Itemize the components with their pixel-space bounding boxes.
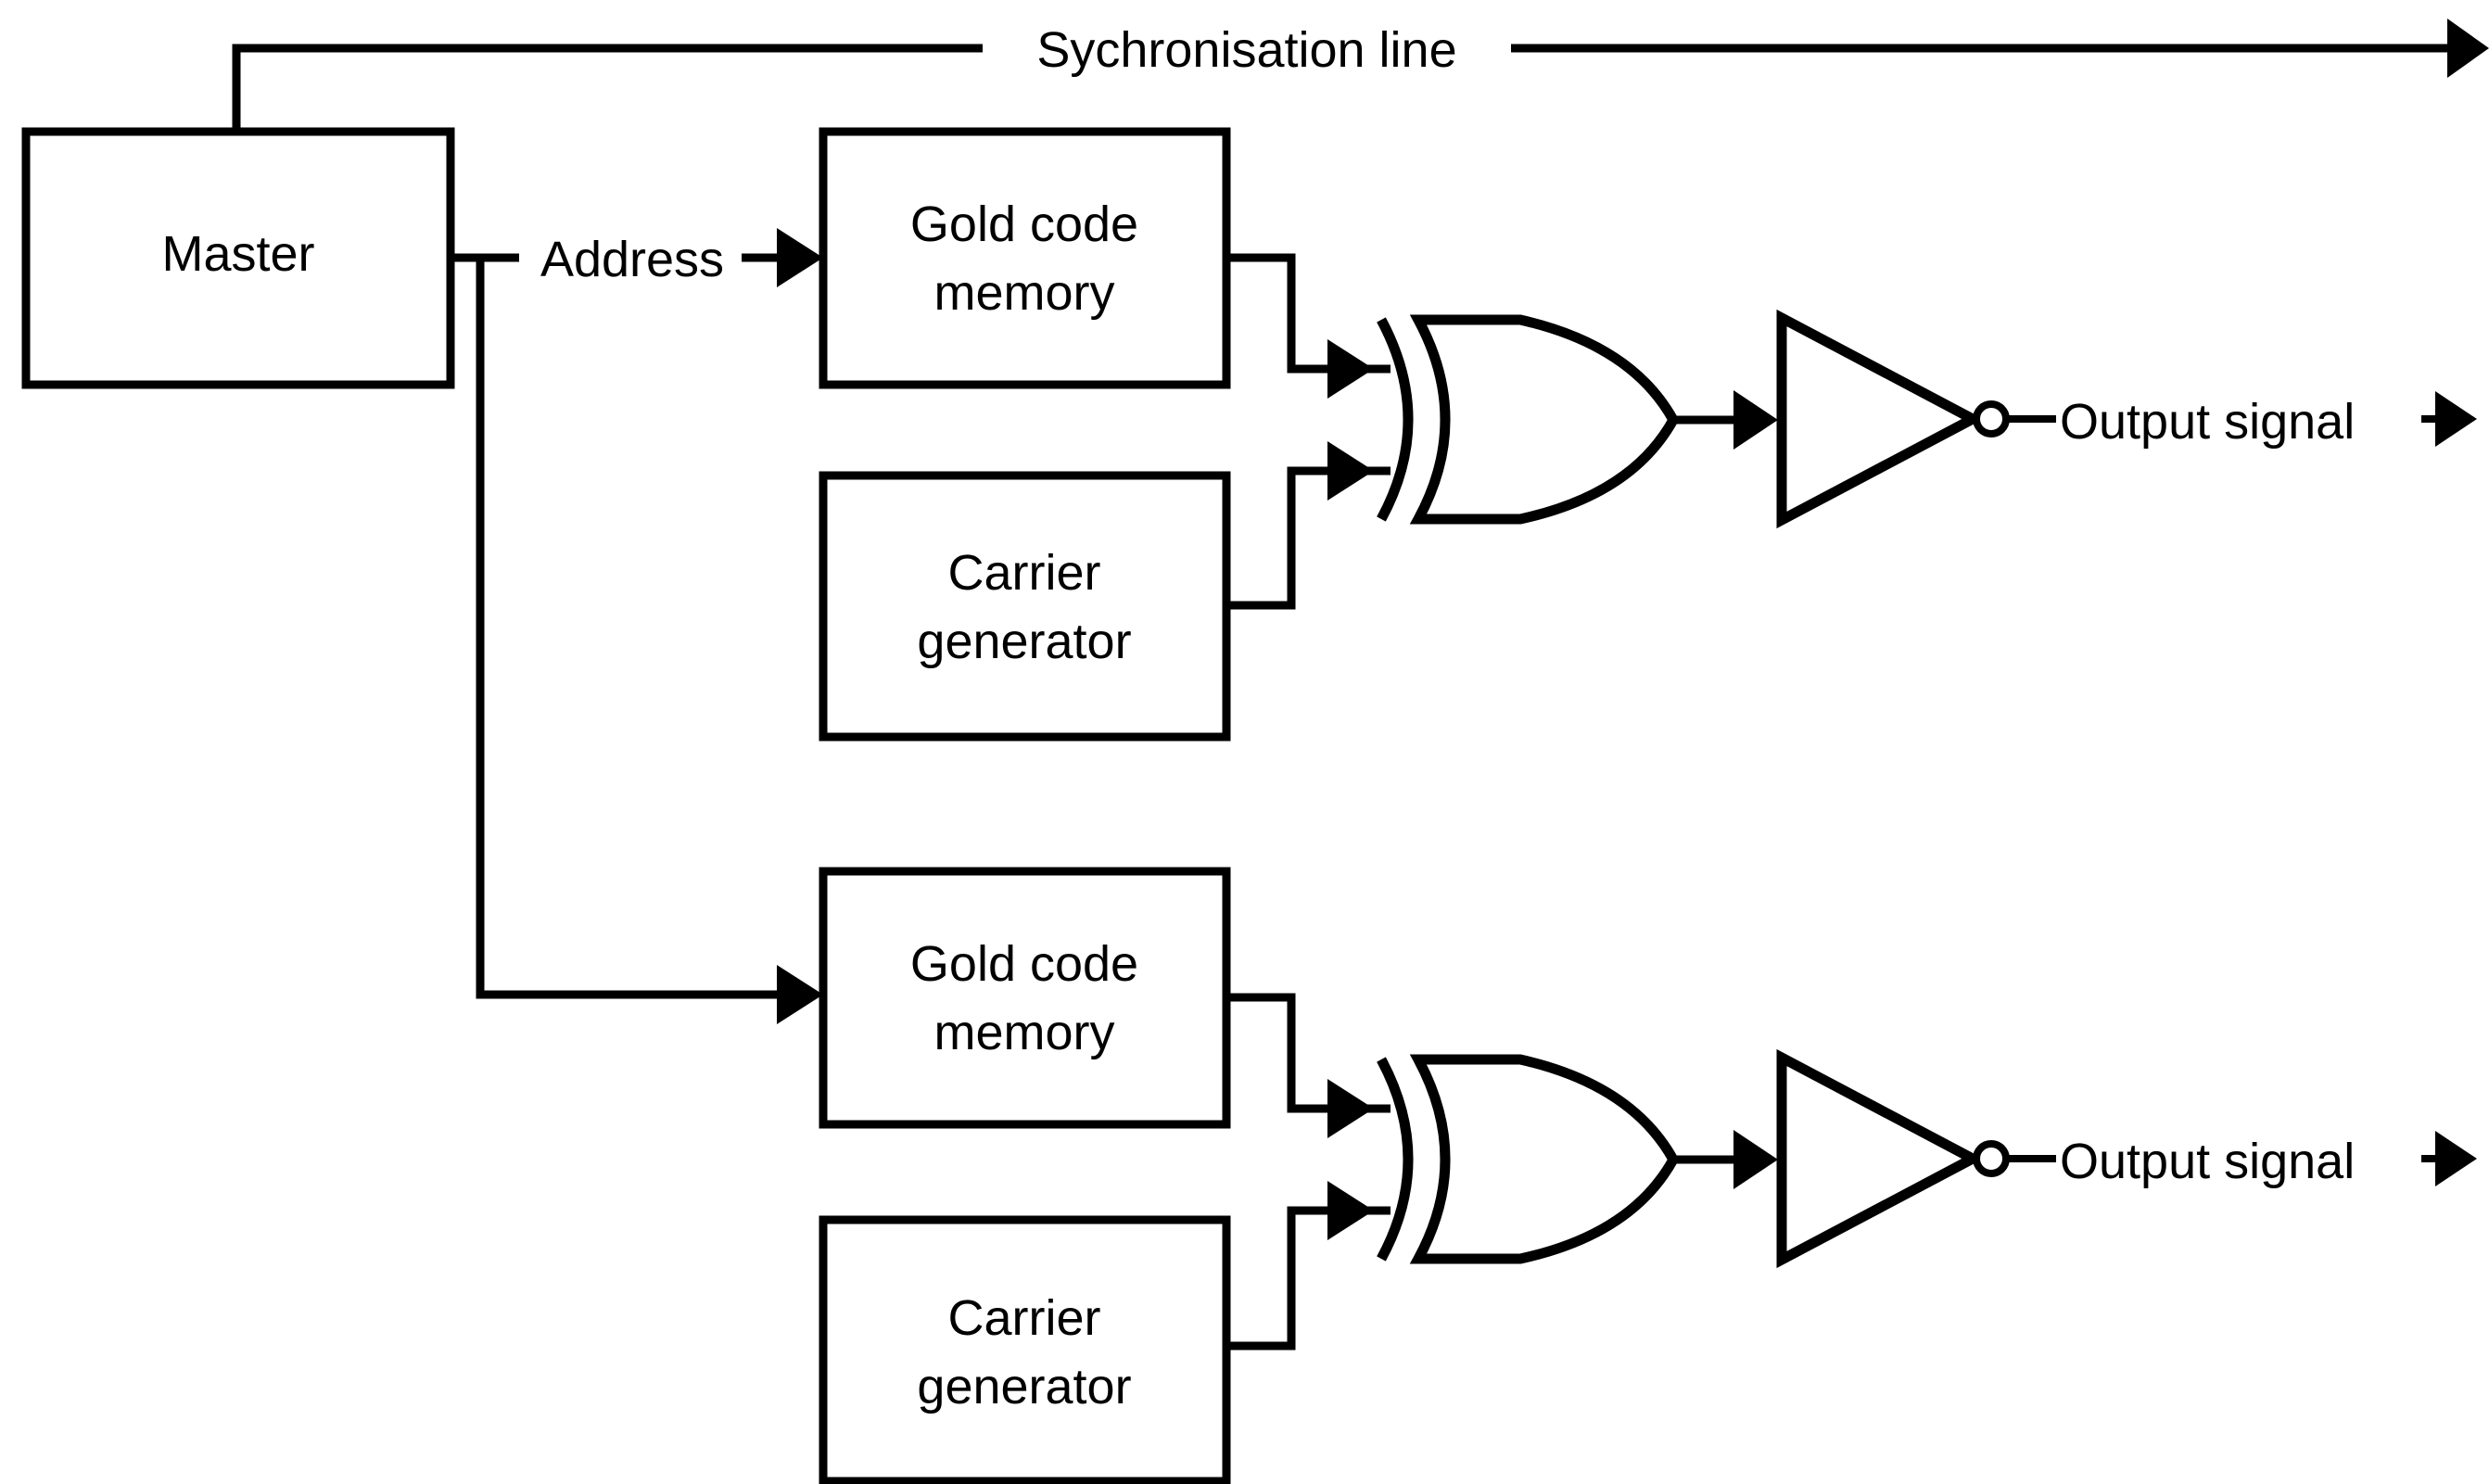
inverter-bottom-input-arrowhead: [1733, 1130, 1778, 1189]
xor-gate-top[interactable]: [1377, 314, 1680, 525]
xor-gate-bottom-back-arc: [1377, 1057, 1414, 1262]
xor-gate-bottom-body[interactable]: [1409, 1054, 1680, 1264]
address-wire-group: Address: [451, 228, 823, 1024]
inverter-top-input-arrowhead: [1733, 390, 1778, 450]
carrier-generator-bottom-group[interactable]: Carrier generator: [819, 1215, 1231, 1484]
gold-code-memory-top-block[interactable]: [819, 127, 1231, 389]
gold-code-memory-bottom-label-line1: Gold code: [910, 936, 1138, 992]
carrier-generator-top-group[interactable]: Carrier generator: [819, 471, 1231, 742]
output-signal-bottom-label: Output signal: [2060, 1134, 2355, 1189]
gold-code-memory-top-label-line2: memory: [933, 265, 1114, 321]
xor-top-input-a-arrowhead: [1327, 339, 1374, 399]
xor-bottom-input-a-arrowhead: [1327, 1079, 1374, 1138]
address-arrowhead-bottom: [777, 965, 823, 1024]
output-signal-top-arrowhead: [2435, 391, 2477, 447]
master-block-group[interactable]: Master: [21, 127, 455, 389]
address-branch-wire: [476, 258, 783, 999]
output-signal-bottom-group: Output signal: [2006, 1131, 2477, 1189]
inverter-top-triangle[interactable]: [1776, 309, 1984, 529]
address-arrowhead-top: [777, 228, 823, 287]
gold-code-memory-top-label-line1: Gold code: [910, 197, 1138, 252]
carrier-generator-bottom-label-line2: generator: [917, 1359, 1131, 1414]
master-block-label: Master: [161, 226, 314, 282]
output-signal-bottom-arrowhead: [2435, 1131, 2477, 1186]
gold-code-memory-bottom-group[interactable]: Gold code memory: [819, 867, 1231, 1129]
carrier-generator-bottom-label-line1: Carrier: [947, 1290, 1100, 1346]
carrier-generator-top-block[interactable]: [819, 471, 1231, 742]
xor-gate-top-back-arc: [1377, 317, 1414, 522]
sync-line-arrowhead: [2447, 19, 2489, 78]
bottom-channel-group: Gold code memory Carrier generator: [819, 867, 2477, 1484]
xor-bottom-input-b-arrowhead: [1327, 1181, 1374, 1240]
sync-line-label: Sychronisation line: [1036, 22, 1456, 78]
gold-code-memory-bottom-block[interactable]: [819, 867, 1231, 1129]
top-channel-group: Gold code memory Carrier generator: [819, 127, 2477, 742]
xor-gate-bottom[interactable]: [1377, 1054, 1680, 1264]
gold-code-memory-top-group[interactable]: Gold code memory: [819, 127, 1231, 389]
carrier-generator-top-label-line2: generator: [917, 614, 1131, 669]
inverter-top-group[interactable]: [1776, 309, 2010, 529]
inverter-bottom-bubble: [1973, 1140, 2010, 1177]
gold-code-memory-bottom-label-line2: memory: [933, 1005, 1114, 1060]
carrier-generator-bottom-block[interactable]: [819, 1215, 1231, 1484]
inverter-bottom-triangle[interactable]: [1776, 1048, 1984, 1269]
inverter-top-bubble: [1973, 400, 2010, 438]
xor-gate-top-body[interactable]: [1409, 314, 1680, 525]
carrier-generator-top-label-line1: Carrier: [947, 545, 1100, 601]
inverter-bottom-group[interactable]: [1776, 1048, 2010, 1269]
xor-top-input-b-arrowhead: [1327, 441, 1374, 501]
address-label: Address: [540, 232, 724, 287]
output-signal-top-group: Output signal: [2006, 391, 2477, 450]
output-signal-top-label: Output signal: [2060, 394, 2355, 450]
